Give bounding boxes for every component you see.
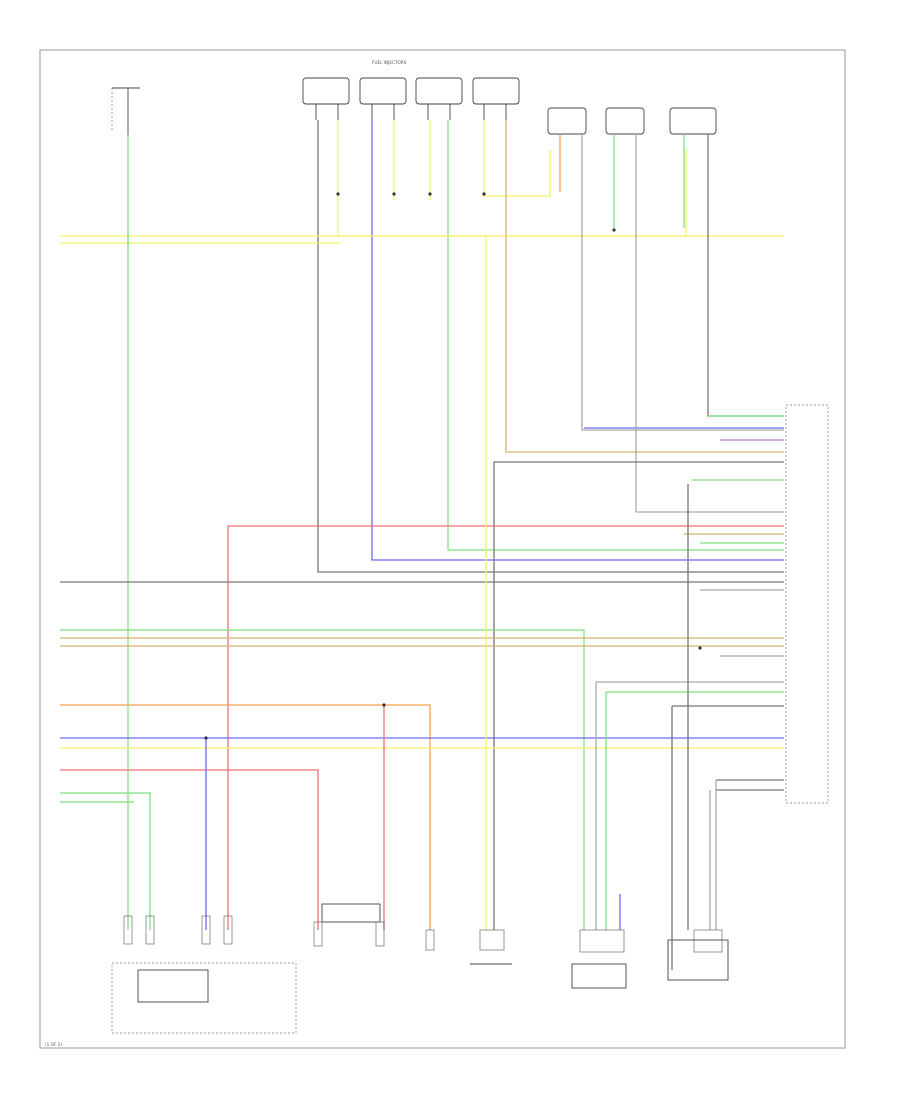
engine-control-module bbox=[785, 404, 829, 804]
wires-oxygen-sensors bbox=[559, 134, 784, 513]
page-ref: (1 OF 2) bbox=[45, 1042, 62, 1047]
wire-yellow-bus bbox=[60, 150, 687, 237]
fuel-injector-4 bbox=[472, 77, 520, 120]
junction-dots bbox=[204, 192, 702, 740]
fuel-injector-1 bbox=[302, 77, 350, 120]
oxygen-sensor-2 bbox=[605, 107, 645, 135]
fuel-injector-2 bbox=[359, 77, 407, 120]
crankshaft-sensor-group bbox=[321, 903, 381, 923]
wires-injectors bbox=[317, 120, 784, 573]
mass-air-flow-sensor bbox=[667, 939, 729, 981]
oxygen-sensor-3 bbox=[669, 107, 717, 135]
diagram-border bbox=[39, 49, 846, 1049]
fuel-injectors-header: FUEL INJECTORS bbox=[372, 60, 407, 65]
fuel-injector-3 bbox=[415, 77, 463, 120]
wires-vertical-bottom bbox=[205, 236, 784, 970]
instrument-cluster bbox=[111, 962, 297, 1034]
oxygen-sensor-1 bbox=[547, 107, 587, 135]
wires-ecm bbox=[60, 461, 784, 930]
throttle-position-sensor bbox=[571, 963, 627, 989]
ignition-switch bbox=[111, 87, 140, 135]
connector-pins-bottom bbox=[123, 915, 723, 953]
